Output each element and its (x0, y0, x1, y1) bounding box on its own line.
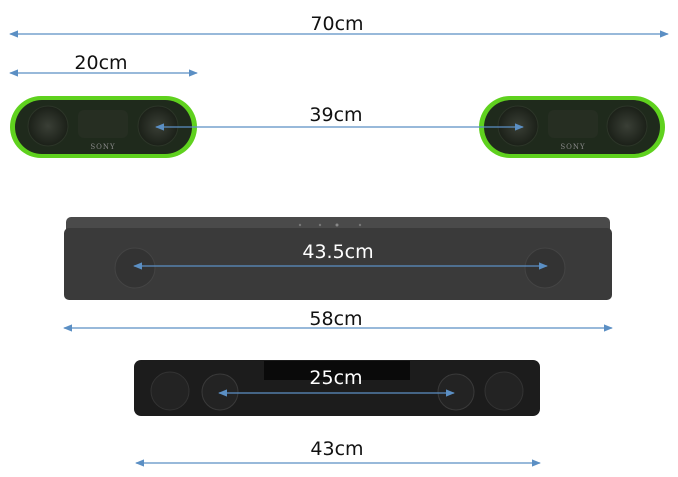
right-bluetooth-speaker: SONY (479, 96, 665, 158)
soundbar-compact (134, 360, 540, 416)
soundbar-compact-driver-label: 25cm (309, 367, 362, 389)
left-bluetooth-speaker: SONY (10, 96, 197, 158)
speaker-spacing-label: 39cm (309, 104, 362, 126)
soundbar-compact-width-label: 43cm (310, 438, 363, 460)
total-width-label: 70cm (310, 13, 363, 35)
left-speaker-brand-logo: SONY (90, 143, 115, 151)
speaker-width-label: 20cm (74, 52, 127, 74)
soundbar-large-driver-label: 43.5cm (302, 241, 373, 263)
soundbar-large-width-label: 58cm (309, 308, 362, 330)
right-speaker-brand-logo: SONY (560, 143, 585, 151)
